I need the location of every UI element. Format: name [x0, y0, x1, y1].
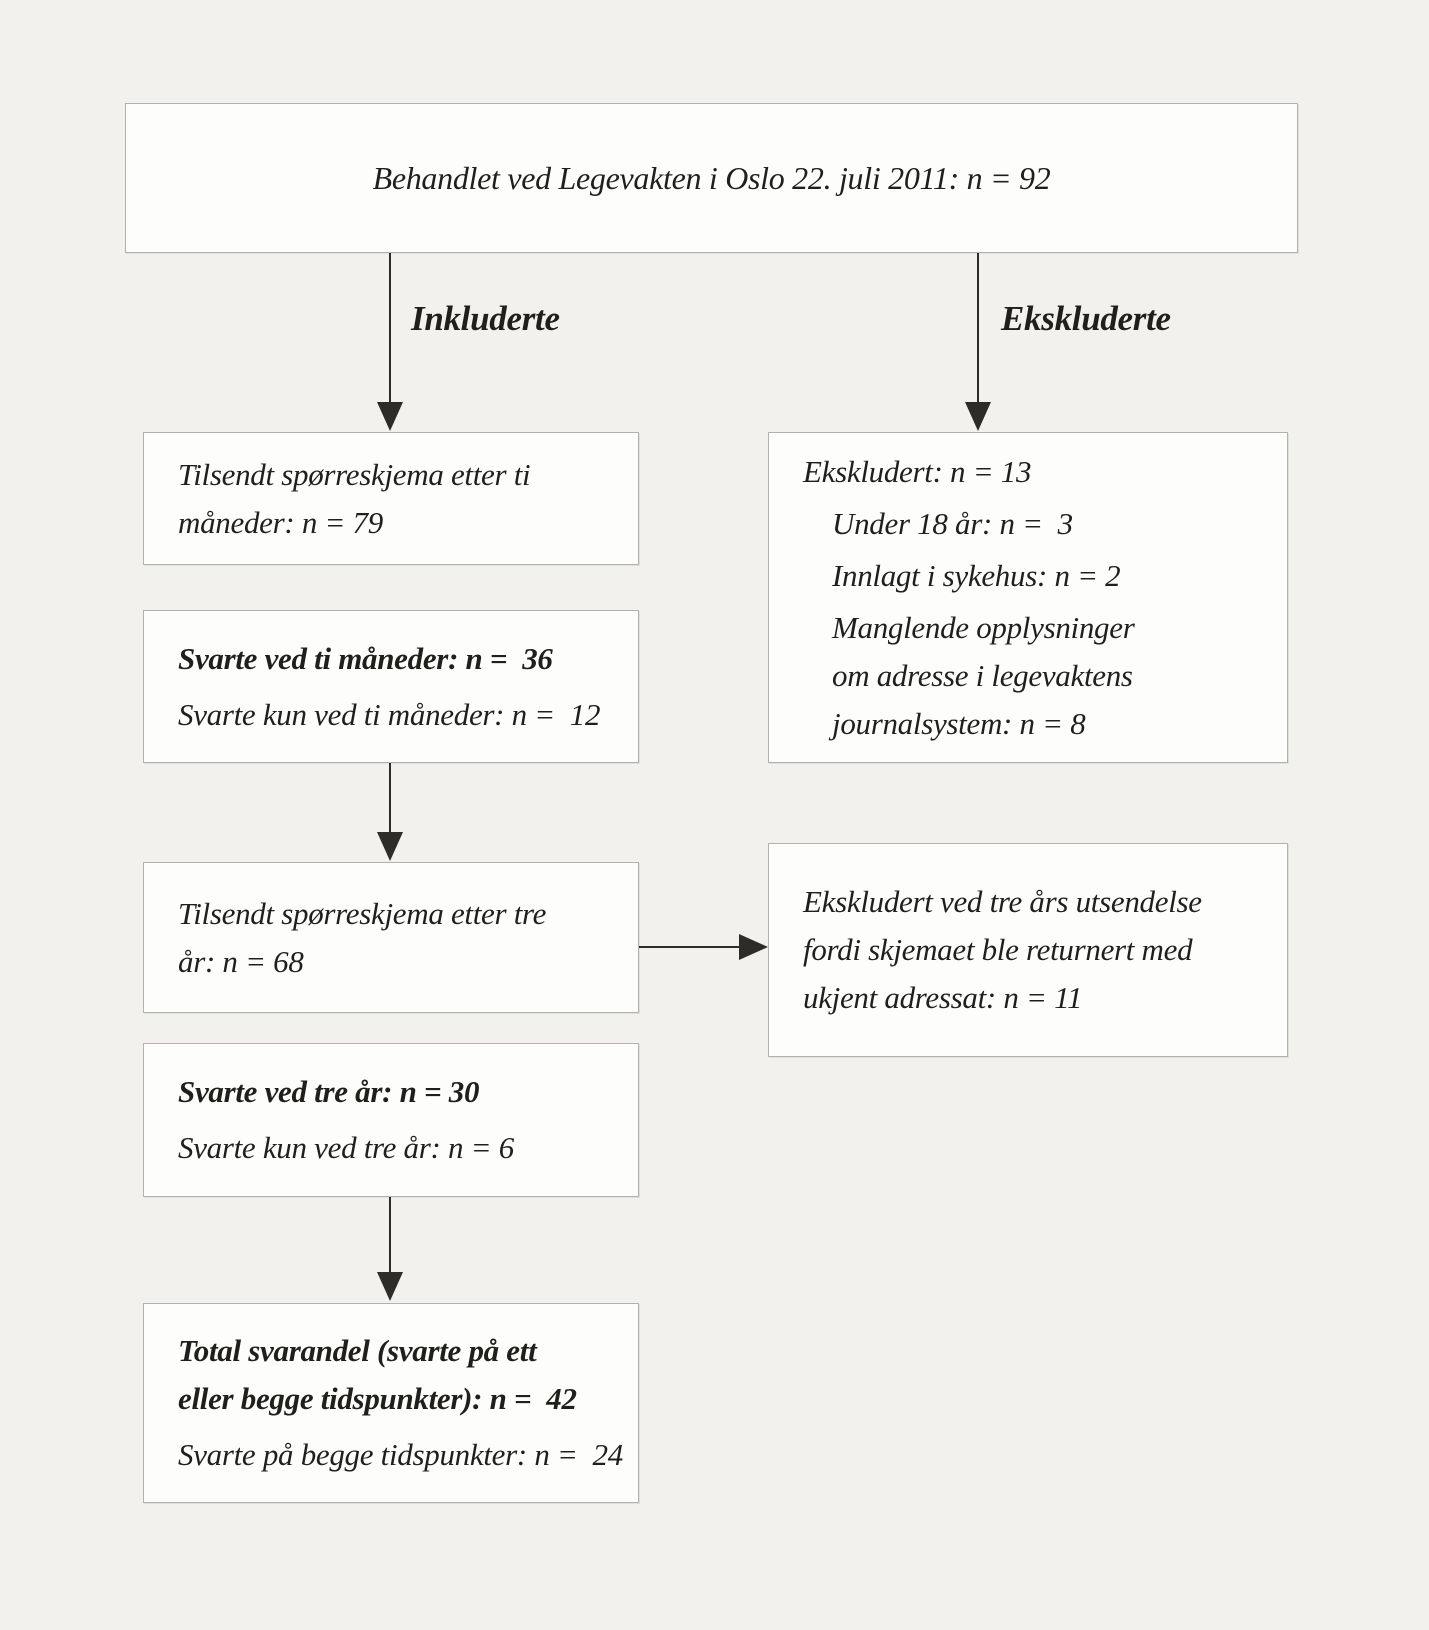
text-line: Svarte på begge tidspunkter: n = 24 — [178, 1437, 623, 1472]
text-line-indented: Manglende opplysninger — [832, 609, 1135, 645]
text-line: ukjent adressat: n = 11 — [803, 980, 1083, 1015]
text-line-bold: Svarte ved ti måneder: n = 36 — [178, 640, 553, 676]
text-line-bold: Total svarandel (svarte på ett — [178, 1333, 537, 1368]
text-line: år: n = 68 — [178, 943, 304, 979]
text-line-indented: om adresse i legevaktens — [832, 657, 1133, 693]
text-line: måneder: n = 79 — [178, 504, 383, 540]
text-line: Svarte kun ved ti måneder: n = 12 — [178, 696, 601, 732]
text-line-indented: journalsystem: n = 8 — [832, 705, 1086, 741]
text-line-bold: Svarte ved tre år: n = 30 — [178, 1074, 480, 1109]
box-treated-total: Behandlet ved Legevakten i Oslo 22. juli… — [125, 103, 1298, 253]
text-line-indented: Under 18 år: n = 3 — [832, 505, 1073, 541]
text-line: Tilsendt spørreskjema etter ti — [178, 456, 531, 492]
label-excluded: Ekskluderte — [1001, 299, 1171, 338]
text-line-bold: eller begge tidspunkter): n = 42 — [178, 1381, 577, 1416]
box-excluded-three-years: Ekskludert ved tre års utsendelse fordi … — [768, 843, 1288, 1057]
text-line: Ekskludert: n = 13 — [803, 453, 1032, 489]
box-answered-ten-months: Svarte ved ti måneder: n = 36 Svarte kun… — [143, 610, 639, 763]
box-sent-questionnaire-three-years: Tilsendt spørreskjema etter tre år: n = … — [143, 862, 639, 1013]
arrow-down-included — [377, 253, 403, 431]
arrow-down-to-total — [377, 1197, 403, 1301]
box-excluded-baseline: Ekskludert: n = 13 Under 18 år: n = 3 In… — [768, 432, 1288, 763]
box-total-response: Total svarandel (svarte på ett eller beg… — [143, 1303, 639, 1503]
arrow-down-excluded — [965, 253, 991, 431]
text-line: Ekskludert ved tre års utsendelse — [803, 884, 1202, 919]
label-included: Inkluderte — [411, 299, 560, 338]
arrow-right-excluded-three-years — [639, 934, 768, 960]
text-line-indented: Innlagt i sykehus: n = 2 — [832, 557, 1121, 593]
arrow-down-to-sent-three-years — [377, 763, 403, 861]
text-line: Svarte kun ved tre år: n = 6 — [178, 1130, 514, 1165]
box-sent-questionnaire-ten-months: Tilsendt spørreskjema etter ti måneder: … — [143, 432, 639, 565]
text-line: Tilsendt spørreskjema etter tre — [178, 895, 547, 931]
text-line: fordi skjemaet ble returnert med — [803, 932, 1193, 967]
box-answered-three-years: Svarte ved tre år: n = 30 Svarte kun ved… — [143, 1043, 639, 1197]
box-treated-total-text: Behandlet ved Legevakten i Oslo 22. juli… — [372, 160, 1051, 196]
